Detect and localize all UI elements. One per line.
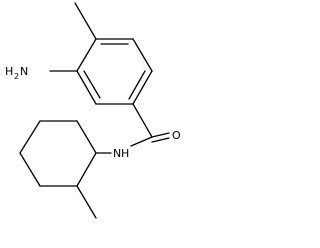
ring-bond-2 <box>132 38 153 72</box>
carbonyl-double-bond-b <box>151 137 170 143</box>
bonds <box>19 2 170 219</box>
amino-h-count-label: 2 <box>14 72 19 81</box>
ring-bond-3 <box>132 70 153 105</box>
amide-bond <box>130 136 153 147</box>
methyl-bond-bottom <box>76 185 97 219</box>
ring-bond-5 <box>76 70 97 105</box>
amide-h-label: H <box>121 147 129 160</box>
carbonyl-double-bond-a <box>151 132 170 138</box>
ring-bond-3-inner <box>128 70 146 100</box>
cyclohexane-bond-6 <box>76 152 97 187</box>
aryl-carbonyl-bond <box>132 103 153 138</box>
chemical-structure: H 2 N O N H <box>5 2 181 219</box>
carbonyl-o-label: O <box>172 129 181 142</box>
amino-n-label: N <box>20 65 28 78</box>
amide-n-label: N <box>113 147 121 160</box>
cyclohexane-bond-3 <box>19 120 41 154</box>
atom-labels: H 2 N O N H <box>5 65 181 160</box>
ring-bond-6 <box>76 38 97 72</box>
cyclohexane-bond-4 <box>19 152 41 187</box>
ring-bond-5-inner <box>83 70 101 99</box>
methyl-bond-top <box>74 2 97 40</box>
cyclohexane-bond-1 <box>76 120 97 154</box>
amino-h-label: H <box>5 65 13 78</box>
